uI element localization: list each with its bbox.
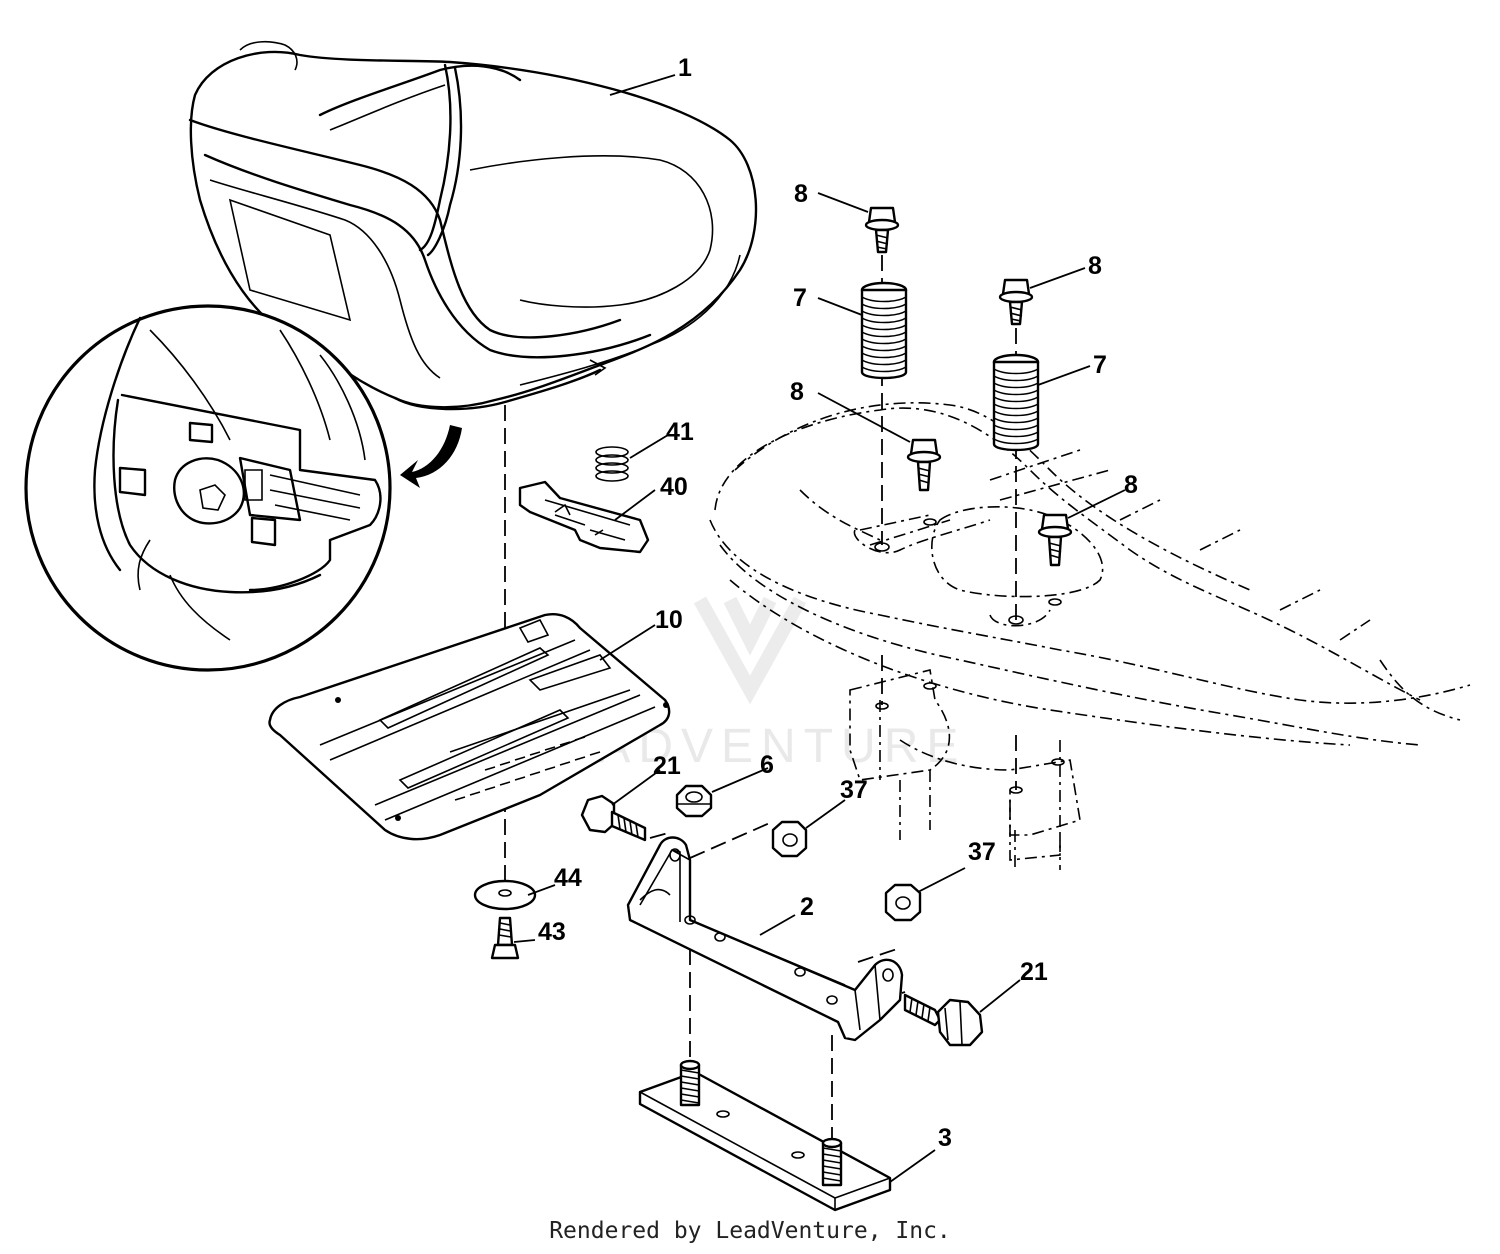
callout-spring-left: 7 (793, 284, 807, 312)
callout-bolt-mid-right: 8 (1124, 471, 1138, 499)
callout-seat: 1 (678, 54, 692, 82)
bolt-left (580, 794, 647, 842)
callout-screw: 43 (538, 918, 566, 946)
small-spring (595, 446, 629, 482)
bolt-top-right (998, 278, 1034, 326)
frame-holes (874, 518, 1065, 794)
plate (638, 1059, 892, 1212)
screw (490, 916, 520, 960)
callout-bolt-right: 21 (1020, 958, 1048, 986)
nut-right (884, 883, 922, 922)
clip (518, 480, 650, 554)
callout-bracket: 2 (800, 893, 814, 921)
callout-nut-right: 37 (968, 838, 996, 866)
washer (473, 879, 537, 911)
bracket (626, 836, 904, 1042)
frame-outline (709, 402, 1471, 870)
callout-plate: 3 (938, 1124, 952, 1152)
curved-arrow (400, 425, 462, 488)
callout-washer: 44 (554, 864, 582, 892)
leader-lines (513, 74, 1126, 1183)
callout-bolt-top-left: 8 (794, 180, 808, 208)
spring-right (992, 353, 1040, 452)
callout-bolt-mid-left: 8 (790, 378, 804, 406)
detail-inset (24, 304, 392, 672)
callout-nut-top: 6 (760, 751, 774, 779)
spring-left (860, 281, 908, 380)
callout-seat-pan: 10 (655, 606, 683, 634)
bolt-right (903, 993, 984, 1047)
callout-bolt-top-right: 8 (1088, 252, 1102, 280)
seat-pan (268, 613, 671, 841)
callout-spring-right: 7 (1093, 351, 1107, 379)
bolt-mid-left (906, 438, 942, 492)
nut-top (675, 784, 713, 818)
callout-nut-left: 37 (840, 776, 868, 804)
callout-clip: 40 (660, 473, 688, 501)
footer-credit: Rendered by LeadVenture, Inc. (549, 1218, 951, 1244)
callout-small-spring: 41 (666, 418, 694, 446)
bolt-mid-right (1037, 513, 1073, 567)
callout-bolt-left: 21 (653, 752, 681, 780)
bolt-top-left (864, 206, 900, 254)
nut-left (771, 820, 808, 858)
callout-labels: 1 8 8 8 8 7 7 41 40 10 21 6 37 37 44 43 … (538, 54, 1138, 1152)
